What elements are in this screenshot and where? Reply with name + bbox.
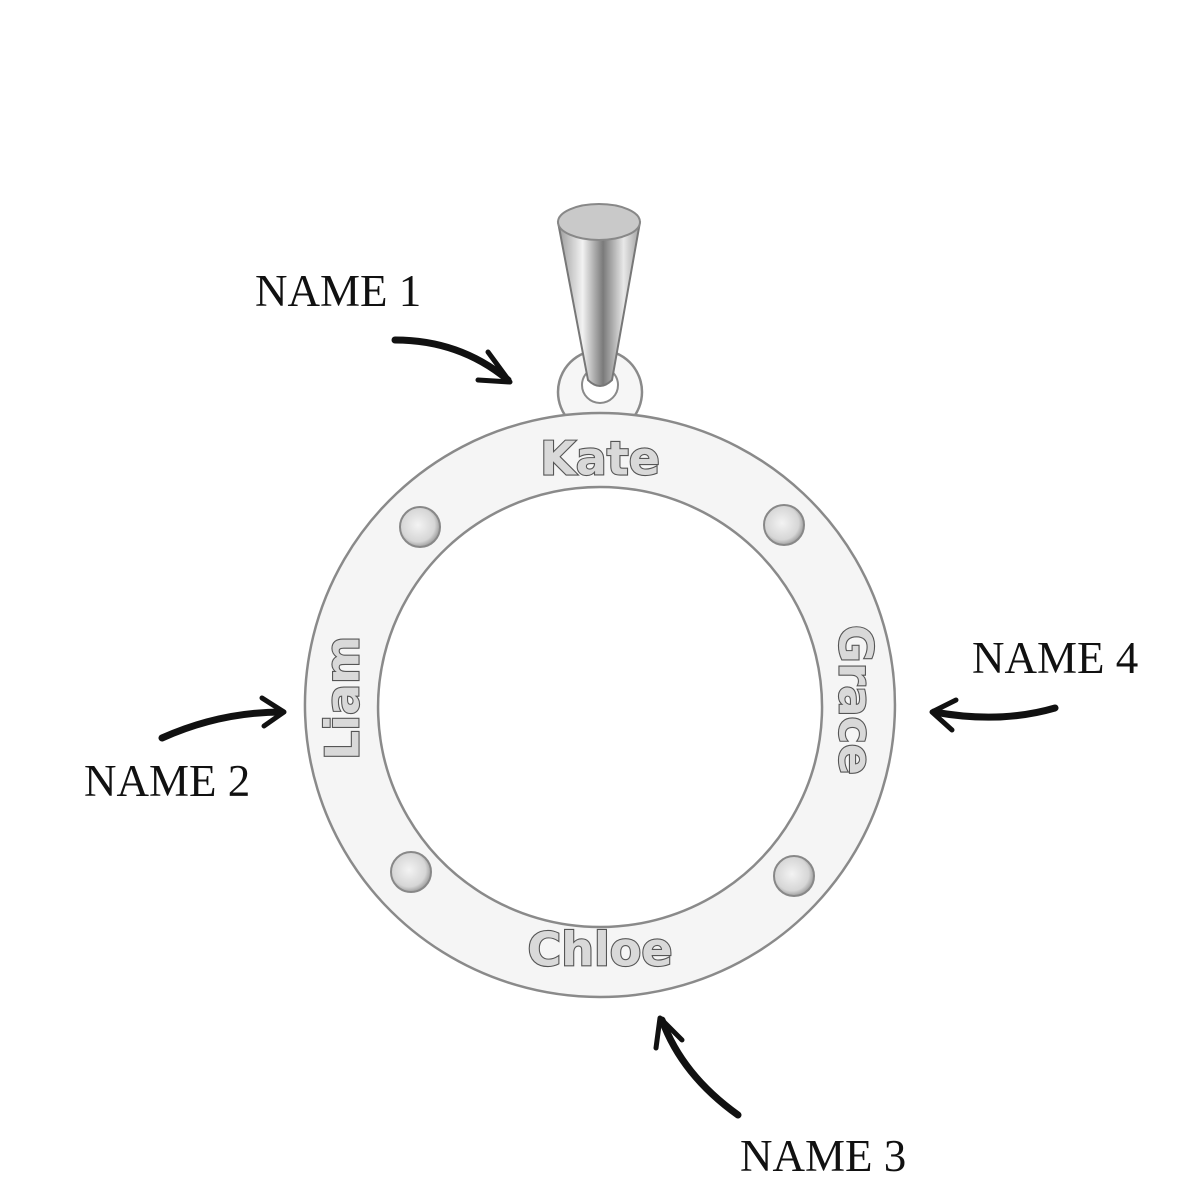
dot-top-right — [763, 504, 805, 546]
pendant-ring — [303, 411, 897, 999]
label-name-3: NAME 3 — [740, 1131, 906, 1181]
engraving-right: Grace — [829, 625, 883, 775]
dot-top-left — [399, 506, 441, 548]
engraving-bottom: Chloe — [527, 923, 672, 977]
label-name-2: NAME 2 — [84, 756, 250, 806]
arrow-name-3-icon — [653, 1015, 742, 1119]
arrow-name-4-icon — [929, 697, 1059, 733]
dot-bottom-right — [773, 855, 815, 897]
dot-bottom-left — [390, 851, 432, 893]
label-name-1: NAME 1 — [255, 266, 421, 316]
label-name-4: NAME 4 — [972, 633, 1138, 683]
arrow-name-2-icon — [158, 695, 287, 742]
engraving-left: Liam — [316, 636, 370, 760]
decorative-dots — [390, 504, 815, 897]
pendant-bail — [556, 203, 642, 387]
arrow-name-1-icon — [391, 336, 513, 385]
engraving-top: Kate — [540, 432, 660, 486]
